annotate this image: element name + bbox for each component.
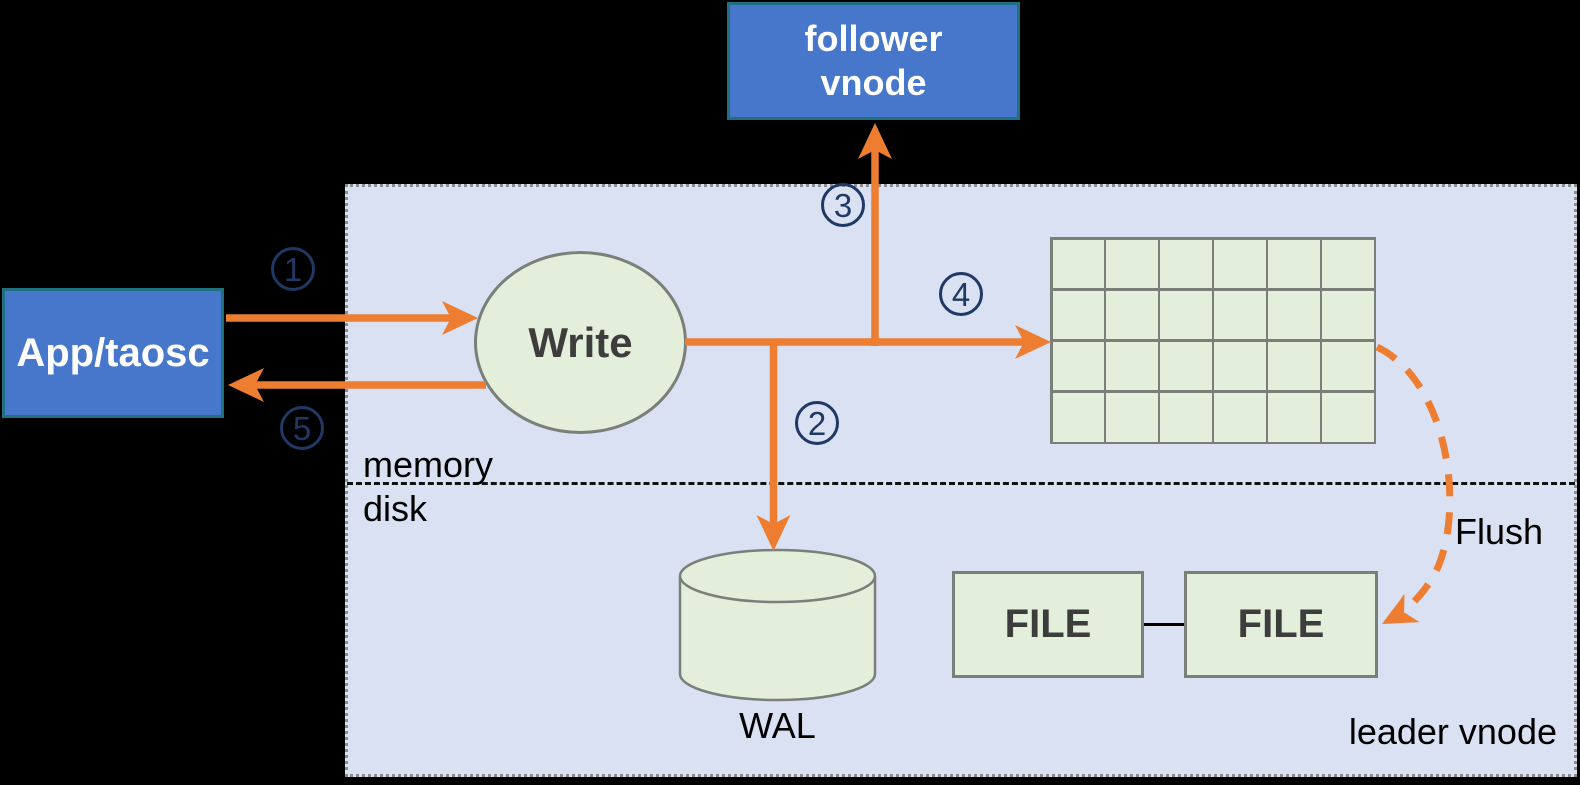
file-right-label: FILE (1237, 602, 1325, 646)
file-node-left: FILE (952, 571, 1144, 678)
wal-cylinder (678, 548, 877, 702)
memtable-cell (1214, 290, 1266, 340)
memtable-cell (1052, 392, 1104, 442)
memtable-cell (1106, 290, 1158, 340)
write-label: Write (528, 318, 633, 366)
memory-disk-divider (347, 482, 1575, 485)
memtable-cell (1322, 392, 1374, 442)
wal-cylinder-top (678, 548, 877, 604)
memtable-cell (1160, 341, 1212, 391)
app-taosc-label: App/taosc (16, 330, 210, 375)
arrow-3-head (858, 123, 892, 159)
step-badge-2: 2 (795, 401, 839, 445)
wal-cylinder-body (678, 576, 877, 702)
memtable-cell (1052, 341, 1104, 391)
flush-label: Flush (1455, 511, 1544, 552)
memtable-cell (1106, 239, 1158, 289)
disk-label: disk (363, 488, 428, 529)
memtable-cell (1214, 341, 1266, 391)
memtable-cell (1160, 290, 1212, 340)
arrow-5-head (228, 368, 264, 402)
memtable-cell (1106, 392, 1158, 442)
memtable-cell (1160, 239, 1212, 289)
memtable-cell (1322, 341, 1374, 391)
memtable-cell (1322, 239, 1374, 289)
follower-vnode-label-line2: vnode (820, 62, 927, 103)
write-node: Write (474, 251, 687, 434)
memtable-cell (1160, 392, 1212, 442)
step-badge-5: 5 (280, 406, 324, 450)
memtable-cell (1268, 290, 1320, 340)
app-taosc-node: App/taosc (2, 288, 224, 418)
memtable-cell (1052, 290, 1104, 340)
memtable-cell (1052, 239, 1104, 289)
step-badge-1: 1 (271, 247, 315, 291)
step-badge-3: 3 (821, 183, 865, 227)
file-connector-line (1144, 623, 1184, 626)
memtable-grid (1050, 237, 1376, 444)
memtable-cell (1214, 392, 1266, 442)
memtable-cell (1214, 239, 1266, 289)
file-node-right: FILE (1184, 571, 1378, 678)
memtable-cell (1268, 392, 1320, 442)
memory-label: memory (363, 444, 494, 485)
step-badge-4: 4 (939, 272, 983, 316)
wal-label: WAL (739, 705, 816, 746)
memtable-cell (1268, 341, 1320, 391)
follower-vnode-node: follower vnode (727, 2, 1020, 120)
follower-vnode-label-line1: follower (804, 18, 943, 60)
memtable-cell (1106, 341, 1158, 391)
leader-vnode-label: leader vnode (1348, 711, 1557, 752)
memtable-cell (1322, 290, 1374, 340)
memtable-cell (1268, 239, 1320, 289)
file-left-label: FILE (1004, 602, 1092, 646)
